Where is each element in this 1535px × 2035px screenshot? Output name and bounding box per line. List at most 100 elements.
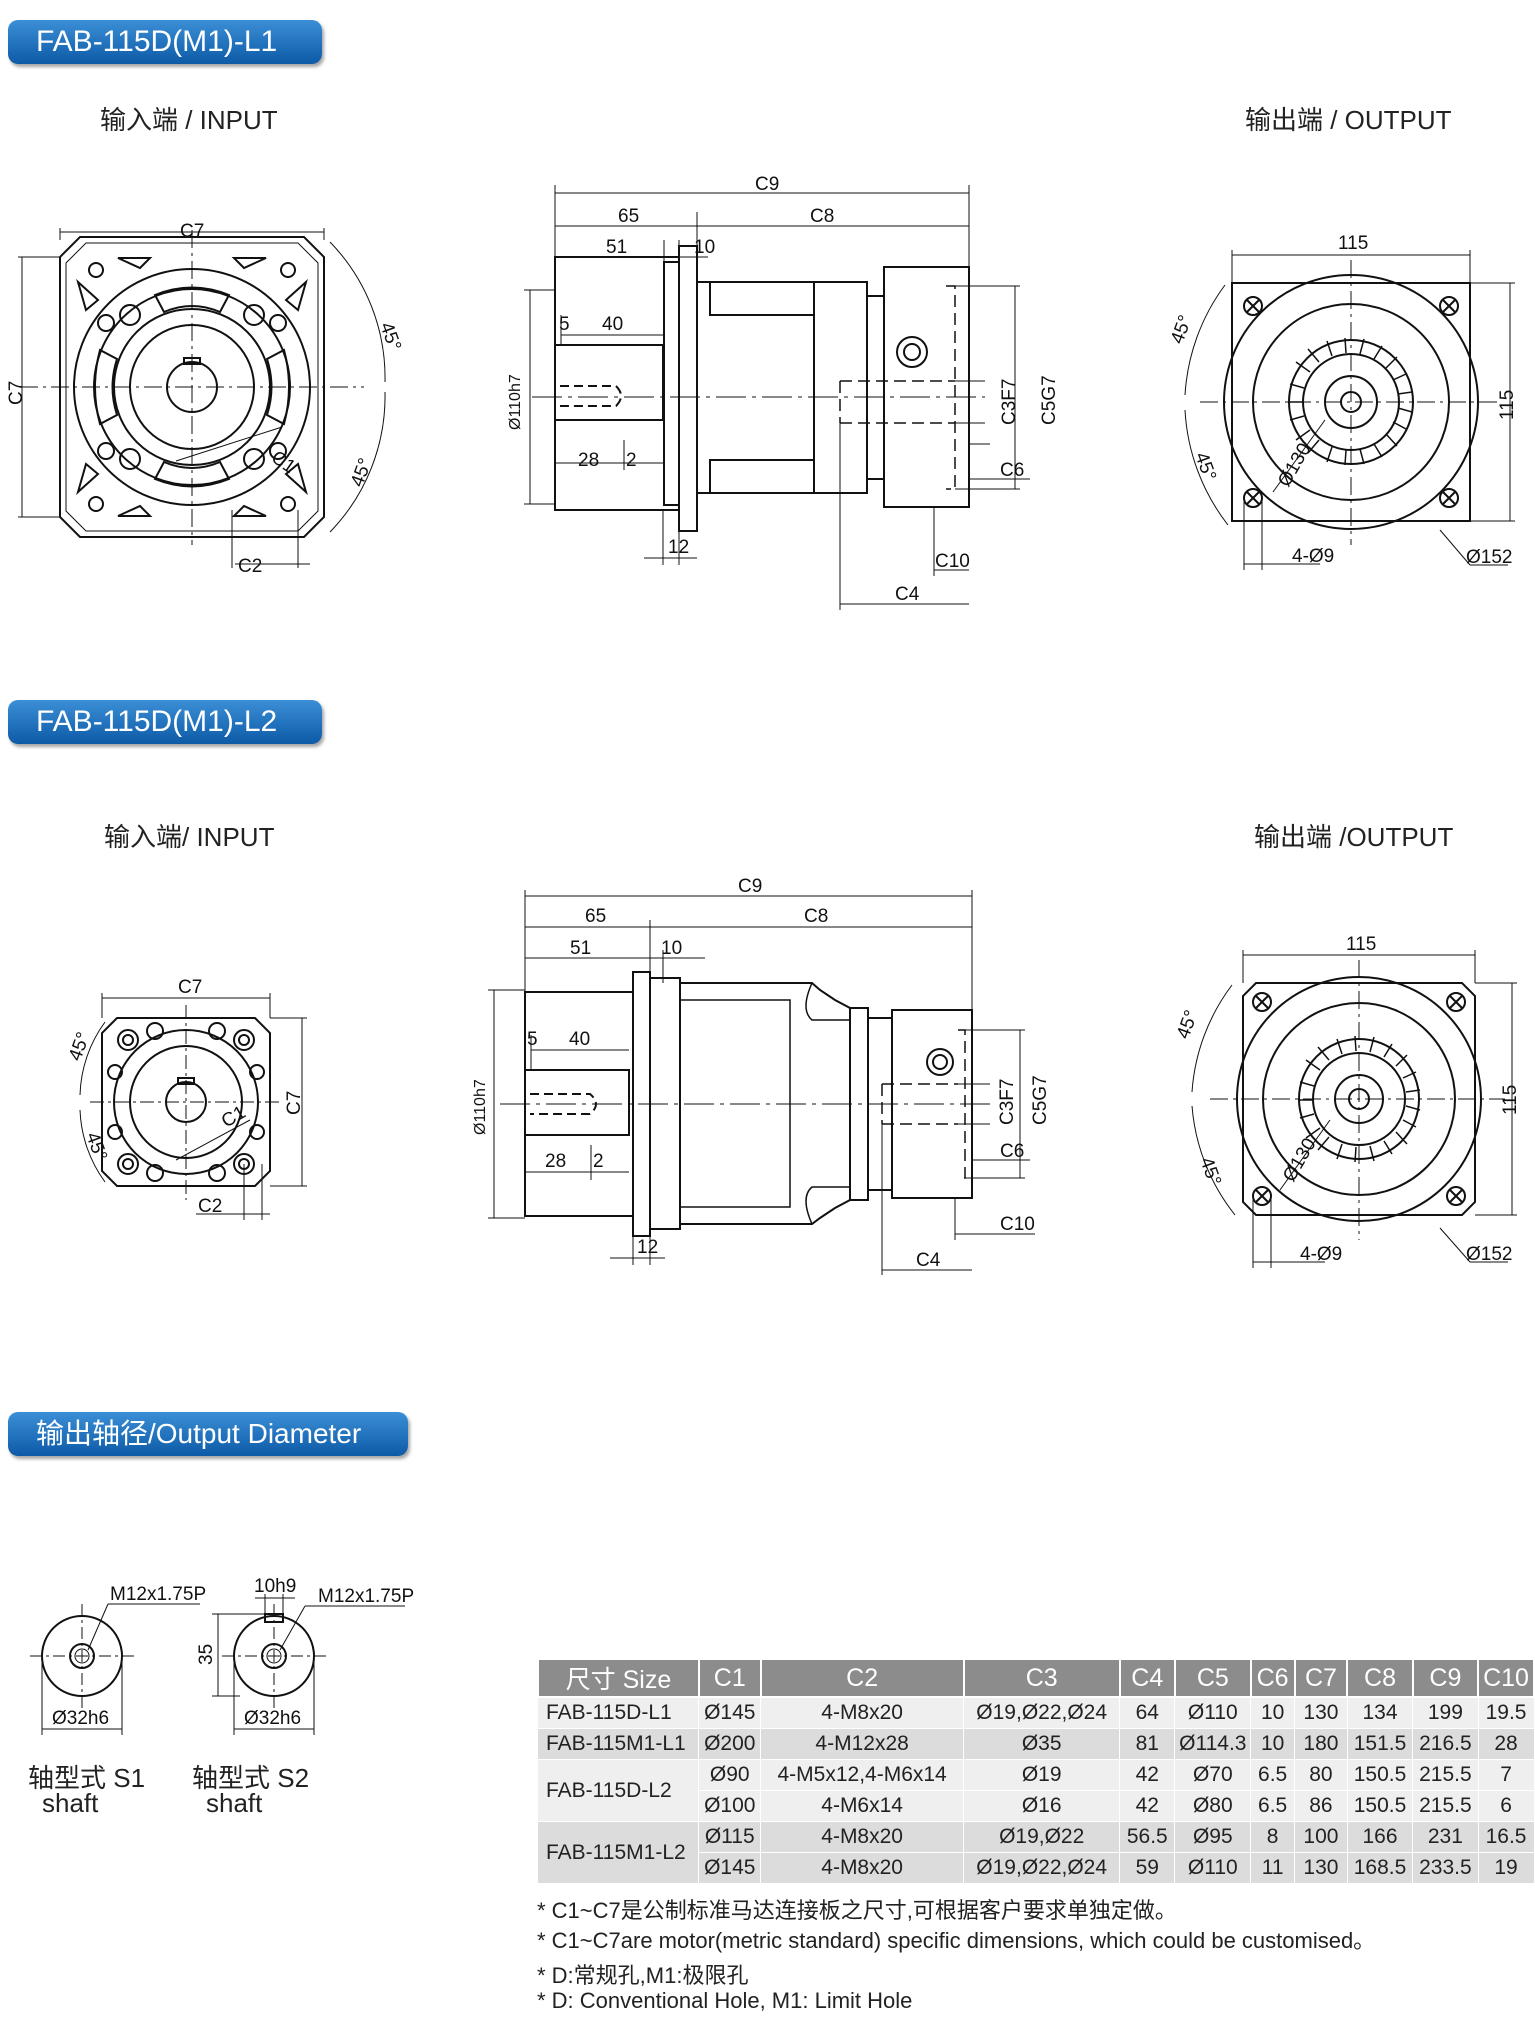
table-header: C9 — [1411, 1658, 1480, 1698]
table-cell: 16.5 — [1478, 1821, 1535, 1853]
table-cell: 4-M12x28 — [760, 1728, 965, 1760]
shaft-s2-drawing — [212, 1594, 405, 1735]
table-cell: Ø95 — [1174, 1821, 1252, 1853]
l2-dim-c10: C10 — [1000, 1214, 1035, 1235]
l2-dim-51: 51 — [570, 938, 591, 959]
l1-dim-10: 10 — [694, 237, 715, 258]
l1-dim-115-top: 115 — [1338, 233, 1368, 254]
l2-dim-angle-out-bottom: 45° — [1195, 1155, 1225, 1189]
table-row: FAB-115D-L1 Ø145 4-M8x20 Ø19,Ø22,Ø24 64 … — [538, 1697, 1535, 1729]
table-row: FAB-115M1-L1 Ø200 4-M12x28 Ø35 81 Ø114.3… — [538, 1728, 1535, 1760]
table-row: Ø145 4-M8x20 Ø19,Ø22,Ø24 59 Ø110 11 130 … — [538, 1852, 1535, 1884]
table-header: C5 — [1173, 1658, 1252, 1698]
l1-dim-5: 5 — [559, 314, 570, 335]
table-header: C2 — [759, 1658, 965, 1698]
note-1: * C1~C7是公制标准马达连接板之尺寸,可根据客户要求单独定做。 — [537, 1898, 1177, 1923]
l2-output-label: 输出端 /OUTPUT — [1254, 822, 1454, 852]
table-cell: 86 — [1294, 1790, 1348, 1822]
table-cell: Ø35 — [963, 1728, 1121, 1760]
table-cell: Ø90 — [698, 1759, 762, 1791]
l1-dim-angle-top: 45° — [375, 320, 405, 354]
l2-dim-c7-right: C7 — [284, 1091, 305, 1115]
note-2: * C1~C7are motor(metric standard) specif… — [537, 1928, 1376, 1953]
l1-dim-c10: C10 — [935, 551, 970, 572]
l2-dim-c2: C2 — [198, 1196, 222, 1217]
table-cell: 4-M8x20 — [760, 1697, 965, 1729]
table-header: C4 — [1118, 1658, 1176, 1698]
table-cell: 4-M6x14 — [760, 1790, 965, 1822]
table-cell: 166 — [1347, 1821, 1414, 1853]
table-cell: Ø80 — [1174, 1790, 1252, 1822]
l2-dim-65: 65 — [585, 906, 606, 927]
shaft-s2-thread: M12x1.75P — [318, 1586, 414, 1607]
table-cell: 19 — [1478, 1852, 1535, 1884]
l1-input-flange-view — [18, 228, 386, 568]
l2-input-flange-view — [79, 993, 307, 1220]
l1-dim-c9: C9 — [755, 174, 779, 195]
l2-dim-2: 2 — [593, 1151, 604, 1172]
table-cell: 180 — [1294, 1728, 1348, 1760]
l1-dim-12: 12 — [668, 537, 689, 558]
shaft-s1-diameter: Ø32h6 — [52, 1708, 109, 1729]
table-cell: 199 — [1412, 1697, 1479, 1729]
table-cell: 150.5 — [1347, 1790, 1414, 1822]
table-header: C1 — [697, 1658, 762, 1698]
l1-dim-angle-bottom: 45° — [347, 456, 377, 490]
l1-dim-c2: C2 — [238, 556, 262, 577]
table-header: 尺寸 Size — [537, 1658, 700, 1698]
table-cell: Ø19,Ø22,Ø24 — [963, 1697, 1121, 1729]
table-cell: 80 — [1294, 1759, 1348, 1791]
table-cell: 7 — [1478, 1759, 1535, 1791]
l2-dim-115-top: 115 — [1346, 934, 1376, 955]
l1-dim-28: 28 — [578, 450, 599, 471]
l2-dim-c6: C6 — [1000, 1141, 1024, 1162]
table-cell: 233.5 — [1412, 1852, 1479, 1884]
l2-dim-holes: 4-Ø9 — [1300, 1244, 1342, 1265]
l1-side-view — [524, 185, 1030, 610]
table-cell: 4-M5x12,4-M6x14 — [760, 1759, 965, 1791]
table-cell: Ø19 — [963, 1759, 1121, 1791]
table-cell: Ø16 — [963, 1790, 1121, 1822]
l1-output-label: 输出端 / OUTPUT — [1245, 105, 1452, 135]
table-cell: 150.5 — [1347, 1759, 1414, 1791]
table-cell: Ø19,Ø22,Ø24 — [963, 1852, 1121, 1884]
table-cell: 6 — [1478, 1790, 1535, 1822]
l1-dim-c8: C8 — [810, 206, 834, 227]
l1-dim-2: 2 — [626, 450, 637, 471]
table-cell: 42 — [1119, 1790, 1176, 1822]
l1-dim-c7-top: C7 — [180, 221, 204, 242]
l1-dim-65: 65 — [618, 206, 639, 227]
table-cell: 64 — [1119, 1697, 1176, 1729]
note-4: * D: Conventional Hole, M1: Limit Hole — [537, 1988, 913, 2013]
table-cell: Ø110 — [1174, 1697, 1252, 1729]
table-cell: FAB-115M1-L2 — [538, 1821, 700, 1884]
l2-dim-5: 5 — [527, 1029, 538, 1050]
spec-table: 尺寸 Size C1 C2 C3 C4 C5 C6 C7 C8 C9 C10 F… — [537, 1658, 1535, 1884]
l2-dim-c1: C1 — [218, 1102, 250, 1132]
table-header: C10 — [1477, 1658, 1535, 1698]
table-row: FAB-115M1-L2 Ø115 4-M8x20 Ø19,Ø22 56.5 Ø… — [538, 1821, 1535, 1884]
table-header: C8 — [1346, 1658, 1414, 1698]
l2-dim-28: 28 — [545, 1151, 566, 1172]
l1-dim-c6: C6 — [1000, 460, 1024, 481]
table-cell: 81 — [1119, 1728, 1176, 1760]
table-cell: Ø115 — [698, 1821, 762, 1853]
l2-dim-angle-top: 45° — [65, 1030, 95, 1064]
l1-input-label: 输入端 / INPUT — [100, 105, 278, 135]
l2-output-flange-view — [1191, 950, 1517, 1268]
l1-dim-40: 40 — [602, 314, 623, 335]
l2-dim-110: Ø110h7 — [472, 1079, 489, 1135]
shaft-s1-label: 轴型式 S1 — [28, 1763, 146, 1793]
table-cell: 10 — [1250, 1697, 1296, 1729]
table-cell: 42 — [1119, 1759, 1176, 1791]
l1-dim-152: Ø152 — [1466, 547, 1512, 568]
l2-dim-115-right: 115 — [1500, 1085, 1521, 1115]
shaft-s1-thread: M12x1.75P — [110, 1584, 206, 1605]
table-cell: 4-M8x20 — [760, 1852, 965, 1884]
l2-dim-c3: C3F7 — [997, 1079, 1018, 1125]
l2-dim-c9: C9 — [738, 876, 762, 897]
l1-dim-angle-out-top: 45° — [1167, 313, 1197, 347]
l2-dim-c5: C5G7 — [1030, 1075, 1051, 1125]
l1-dim-c5: C5G7 — [1039, 375, 1060, 425]
table-cell: Ø145 — [698, 1852, 762, 1884]
